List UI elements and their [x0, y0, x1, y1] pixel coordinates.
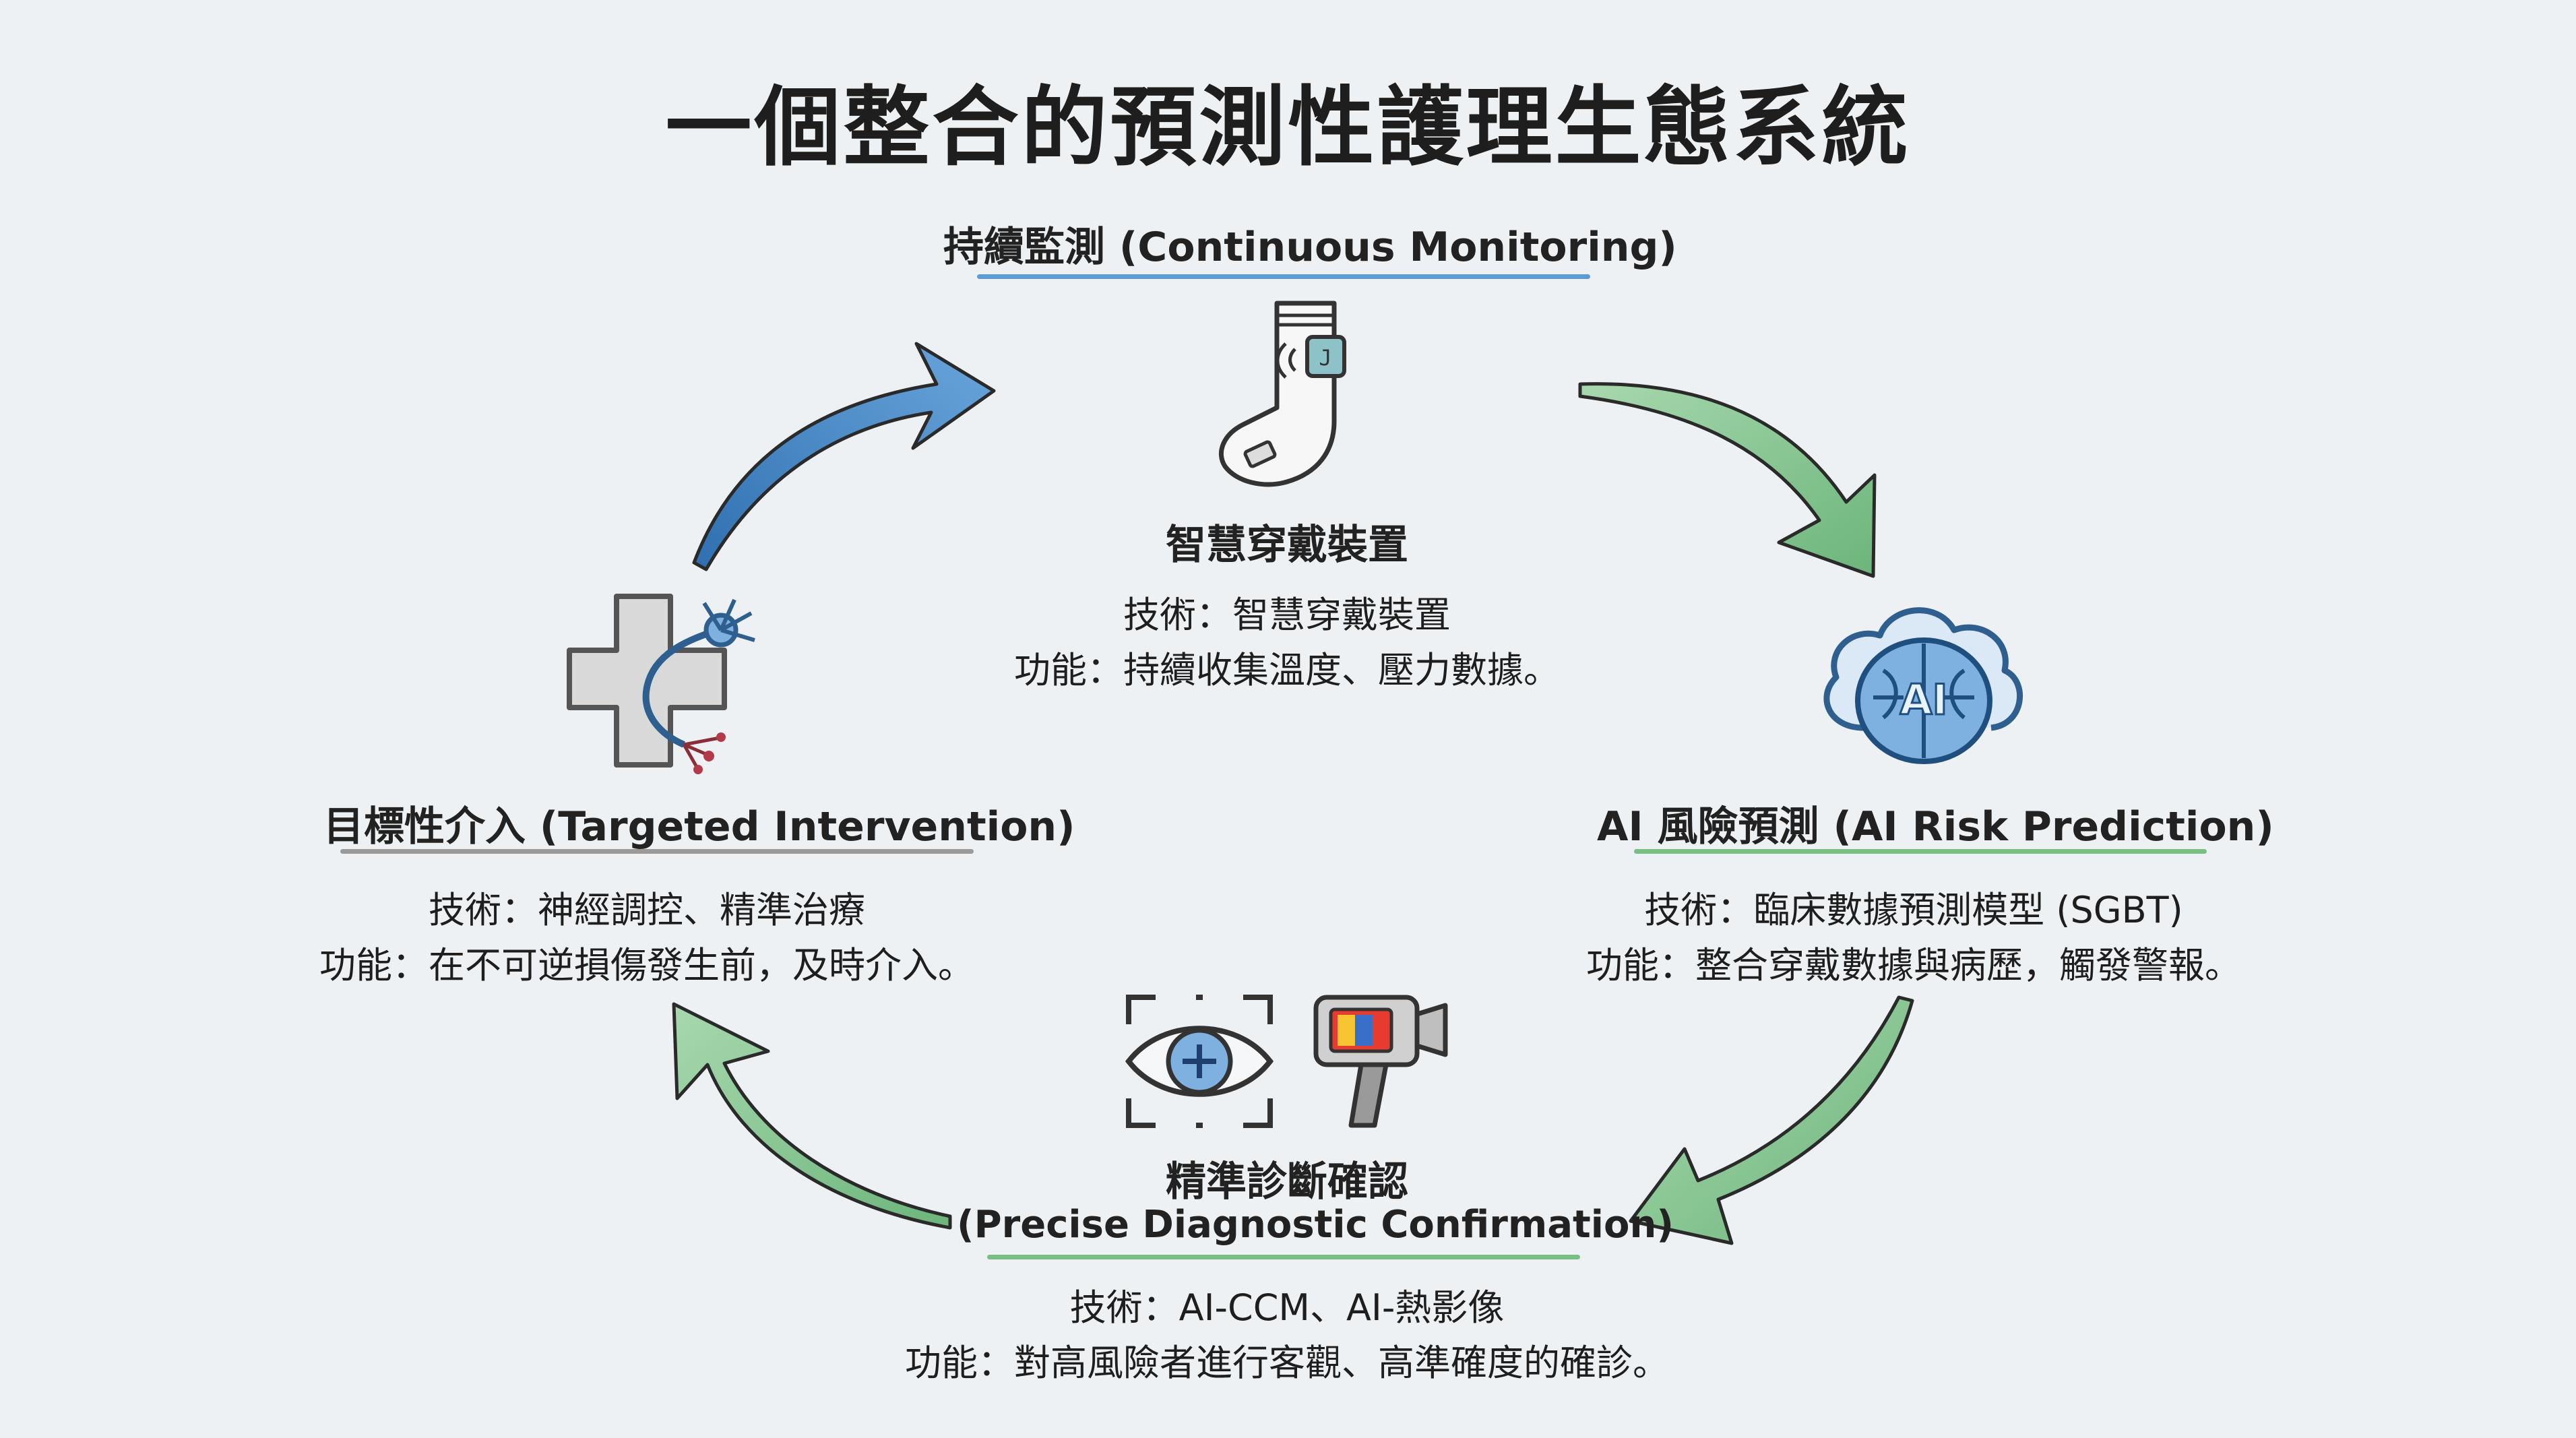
prediction-underline: [1634, 849, 2207, 854]
intervention-function: 功能：在不可逆損傷發生前，及時介入。: [319, 944, 974, 987]
arrow-monitoring-to-prediction: [1578, 382, 1877, 578]
intervention-underline: [340, 849, 974, 854]
monitoring-underline: [977, 274, 1590, 279]
prediction-heading: AI 風險預測 (AI Risk Prediction): [1597, 803, 2274, 850]
monitoring-function: 功能：持續收集溫度、壓力數據。: [1014, 649, 1560, 691]
prediction-function: 功能：整合穿戴數據與病歷，觸發警報。: [1586, 944, 2241, 987]
diagnosis-heading-zh: 精準診斷確認: [1166, 1158, 1408, 1206]
diagnosis-heading-en: (Precise Diagnostic Confirmation): [957, 1203, 1674, 1247]
eye-scan-icon: [1125, 995, 1274, 1128]
monitoring-label: 智慧穿戴裝置: [1166, 522, 1408, 569]
monitoring-tech: 技術：智慧穿戴裝置: [1123, 594, 1451, 636]
monitoring-heading: 持續監測 (Continuous Monitoring): [943, 224, 1677, 271]
smart-sock-icon: J: [1218, 301, 1346, 487]
ai-brain-cloud-icon: AI: [1823, 607, 2023, 764]
page-title: 一個整合的預測性護理生態系統: [665, 77, 1911, 178]
arrow-diagnosis-to-intervention: [672, 1002, 952, 1230]
svg-text:J: J: [1319, 345, 1331, 371]
arrow-intervention-to-monitoring: [692, 342, 996, 571]
svg-text:AI: AI: [1899, 675, 1947, 724]
arrow-prediction-to-diagnosis: [1629, 995, 1914, 1245]
prediction-tech: 技術：臨床數據預測模型 (SGBT): [1644, 889, 2183, 931]
thermal-camera-icon: [1313, 995, 1448, 1128]
intervention-tech: 技術：神經調控、精準治療: [429, 889, 865, 931]
intervention-heading: 目標性介入 (Targeted Intervention): [323, 803, 1075, 850]
medical-cross-neuron-icon: [567, 594, 755, 774]
diagnosis-function: 功能：對高風險者進行客觀、高準確度的確診。: [905, 1342, 1669, 1384]
diagnosis-tech: 技術：AI-CCM、AI-熱影像: [1069, 1286, 1505, 1329]
diagnosis-underline: [987, 1255, 1580, 1259]
